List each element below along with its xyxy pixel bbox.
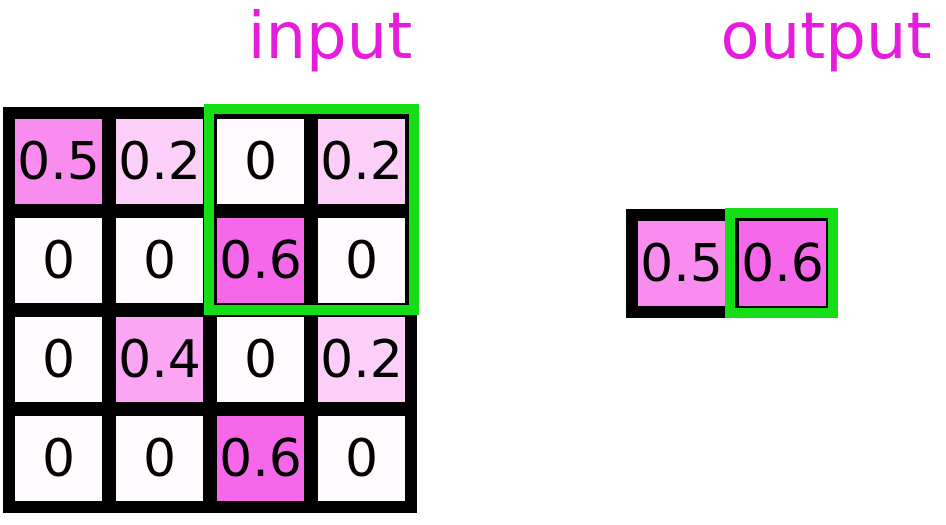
output-cell-r0-c0: 0.5 — [631, 214, 732, 313]
input-cell-r3-c0: 0 — [8, 409, 109, 508]
input-cell-r2-c3: 0.2 — [311, 310, 412, 409]
input-cell-r3-c2: 0.6 — [210, 409, 311, 508]
input-cell-r2-c2: 0 — [210, 310, 311, 409]
input-cell-r0-c2: 0 — [210, 112, 311, 211]
input-cell-r0-c1: 0.2 — [109, 112, 210, 211]
output-title: output — [720, 0, 932, 74]
input-cell-r1-c2: 0.6 — [210, 211, 311, 310]
input-cell-r1-c1: 0 — [109, 211, 210, 310]
input-cell-r0-c3: 0.2 — [311, 112, 412, 211]
input-cell-r3-c3: 0 — [311, 409, 412, 508]
input-cell-r2-c0: 0 — [8, 310, 109, 409]
output-cell-r0-c1: 0.6 — [732, 214, 833, 313]
input-title: input — [247, 0, 413, 74]
input-cell-r0-c0: 0.5 — [8, 112, 109, 211]
input-cell-r1-c0: 0 — [8, 211, 109, 310]
input-cell-r1-c3: 0 — [311, 211, 412, 310]
input-cell-r3-c1: 0 — [109, 409, 210, 508]
input-cell-r2-c1: 0.4 — [109, 310, 210, 409]
